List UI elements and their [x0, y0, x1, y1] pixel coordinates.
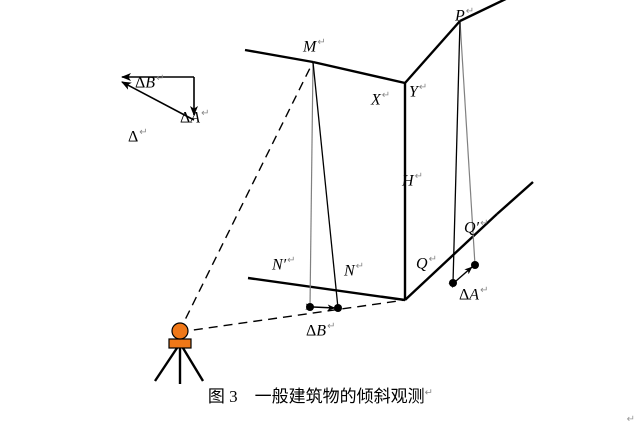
figure-caption: 图 3 一般建筑物的倾斜观测↵: [0, 382, 641, 407]
label-edge-y: Y↵: [409, 82, 428, 101]
pilcrow-mark: ↵: [418, 82, 428, 93]
sight-line-to-base: [178, 299, 406, 333]
ground-front-line: [247, 276, 406, 302]
pilcrow-mark: ↵: [327, 321, 336, 332]
roof-ridge-left-line: [244, 48, 314, 64]
instrument-head-circle: [171, 322, 189, 340]
point-marker-n-prime: [306, 303, 314, 311]
ground-right-extension-line: [496, 181, 534, 215]
plumb-line-m-to-n-prime: [309, 61, 314, 308]
sight-lines-group: [178, 61, 406, 333]
tripod-leg-right: [181, 347, 205, 382]
plumb-line-p-to-q-prime: [459, 20, 476, 266]
roof-top-right-line: [459, 0, 507, 23]
figure-caption-text: 图 3 一般建筑物的倾斜观测: [207, 387, 425, 406]
label-vector-delta: Δ↵: [128, 127, 148, 146]
label-vector-delta-b: ΔB↵: [135, 73, 165, 92]
vector-delta-resultant-line: [121, 81, 195, 121]
pilcrow-mark: ↵: [139, 127, 148, 138]
pilcrow-mark: ↵: [465, 6, 475, 17]
pilcrow-mark: ↵: [480, 218, 489, 229]
pilcrow-mark: ↵: [381, 90, 391, 101]
tilt-lines-group: [312, 20, 461, 309]
label-vector-delta-a: ΔA↵: [180, 108, 210, 127]
page-corner-mark: ↵: [626, 414, 635, 425]
pilcrow-mark: ↵: [480, 285, 489, 296]
label-point-q: Q↵: [416, 254, 437, 273]
label-edge-h: H↵: [402, 171, 423, 190]
label-point-m: M↵: [303, 37, 326, 56]
tilt-line-p-to-q: [452, 20, 461, 284]
ground-side-line: [404, 213, 498, 301]
tilt-line-m-to-n: [312, 61, 339, 309]
label-point-n: N↵: [344, 261, 365, 280]
pilcrow-mark: ↵: [424, 387, 434, 399]
sight-line-to-m: [178, 61, 314, 333]
label-edge-x: X↵: [371, 90, 391, 109]
pilcrow-mark: ↵: [414, 171, 423, 182]
pilcrow-mark: ↵: [287, 255, 296, 266]
point-marker-q-prime: [471, 261, 479, 269]
plumb-reference-lines-group: [309, 20, 476, 308]
point-marker-q: [449, 279, 457, 287]
pilcrow-mark: ↵: [156, 73, 165, 84]
delta-b-offset-group: [305, 303, 342, 312]
pilcrow-mark: ↵: [317, 37, 326, 48]
label-point-p: P↵: [455, 6, 475, 25]
label-point-q-prime: Q′↵: [464, 218, 489, 237]
tripod-leg-left: [154, 347, 178, 382]
label-point-n-prime: N′↵: [272, 255, 296, 274]
label-offset-delta-b: ΔB↵: [306, 321, 336, 340]
label-offset-delta-a: ΔA↵: [459, 285, 489, 304]
building-edges-group: [244, 0, 534, 302]
vector-triangle-group: [121, 73, 198, 121]
pilcrow-mark: ↵: [355, 261, 365, 272]
roof-front-edge-line: [312, 60, 406, 85]
instrument-base-block: [168, 338, 192, 349]
pilcrow-mark: ↵: [201, 108, 210, 119]
delta-a-offset-group: [448, 261, 479, 289]
theodolite-instrument-group: [154, 322, 205, 384]
pilcrow-mark: ↵: [428, 254, 437, 265]
delta-b-measure-arrow: [305, 303, 336, 311]
point-marker-n: [334, 304, 342, 312]
delta-a-measure-arrow: [448, 266, 473, 289]
roof-side-edge-line: [404, 20, 461, 84]
